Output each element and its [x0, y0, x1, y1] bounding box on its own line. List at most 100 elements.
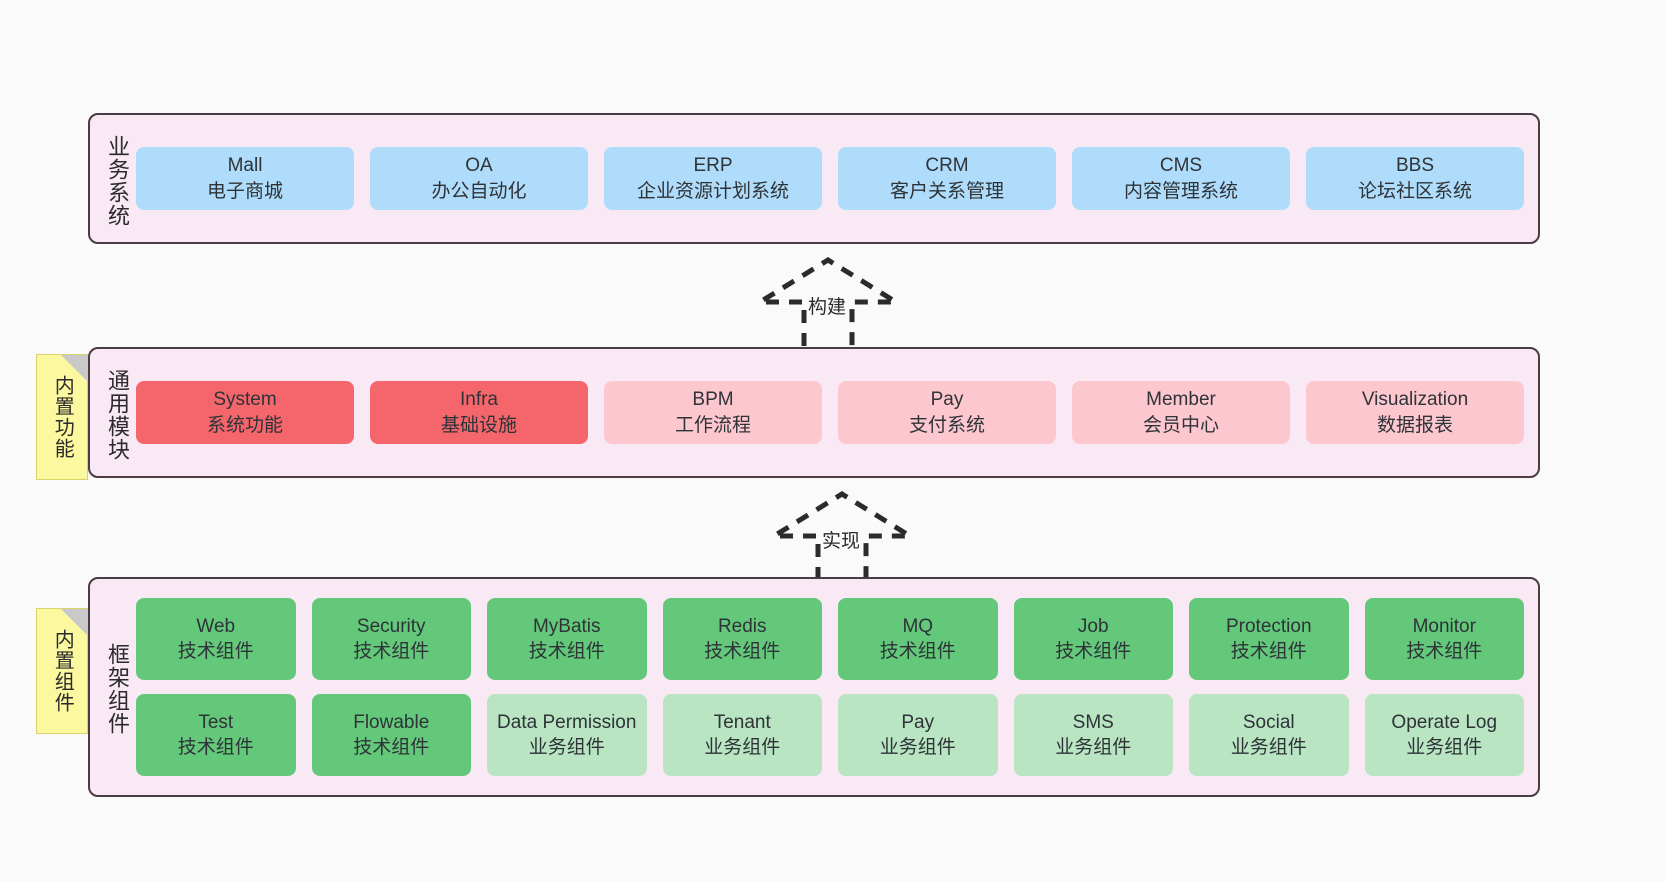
- note-builtin-features: 内置功能: [36, 354, 88, 480]
- card-sms[interactable]: SMS 业务组件: [1013, 694, 1173, 776]
- card-subtitle: 客户关系管理: [889, 180, 1004, 202]
- layer-title-common-modules: 通用模块: [105, 368, 130, 461]
- implement-arrow-icon: [765, 491, 919, 580]
- card-title: Visualization: [1361, 389, 1469, 411]
- card-title: Data Permission: [497, 711, 637, 733]
- card-title: Redis: [717, 615, 767, 637]
- card-title: Member: [1146, 389, 1216, 411]
- card-title: CRM: [925, 155, 969, 177]
- card-title: Test: [198, 711, 234, 733]
- card-subtitle: 技术组件: [1230, 641, 1307, 662]
- card-row: Test 技术组件 Flowable 技术组件 Data Permission …: [136, 694, 1524, 776]
- layer-title-framework-components: 框架组件: [105, 643, 130, 735]
- layer-framework-components: 框架组件 Web 技术组件 Security 技术组件 MyBatis 技术组件…: [88, 577, 1540, 797]
- card-subtitle: 会员中心: [1142, 414, 1219, 436]
- card-system[interactable]: System 系统功能: [136, 381, 354, 444]
- card-security[interactable]: Security 技术组件: [311, 598, 471, 680]
- card-subtitle: 业务组件: [879, 737, 956, 758]
- card-row: System 系统功能 Infra 基础设施 BPM 工作流程 Pay 支付系统…: [136, 381, 1524, 444]
- card-subtitle: 电子商城: [206, 180, 283, 202]
- card-crm[interactable]: CRM 客户关系管理: [838, 147, 1056, 210]
- card-title: Pay: [930, 389, 964, 411]
- card-title: SMS: [1072, 711, 1114, 733]
- connector-implement-label: 实现: [822, 531, 861, 552]
- card-subtitle: 业务组件: [1406, 737, 1483, 758]
- card-redis[interactable]: Redis 技术组件: [662, 598, 822, 680]
- card-subtitle: 基础设施: [440, 414, 517, 436]
- card-subtitle: 办公自动化: [431, 180, 527, 202]
- card-title: BBS: [1395, 155, 1435, 177]
- card-title: Protection: [1225, 615, 1312, 637]
- note-fold-icon: [61, 355, 87, 381]
- card-subtitle: 数据报表: [1376, 414, 1453, 436]
- card-pay-component[interactable]: Pay 业务组件: [838, 694, 998, 776]
- card-mq[interactable]: MQ 技术组件: [838, 598, 998, 680]
- card-title: Social: [1242, 711, 1295, 733]
- card-title: Monitor: [1412, 615, 1476, 637]
- card-web[interactable]: Web 技术组件: [136, 598, 296, 680]
- card-flowable[interactable]: Flowable 技术组件: [311, 694, 471, 776]
- card-subtitle: 支付系统: [908, 414, 985, 436]
- card-tenant[interactable]: Tenant 业务组件: [662, 694, 822, 776]
- card-member[interactable]: Member 会员中心: [1072, 381, 1290, 444]
- card-title: Tenant: [713, 711, 771, 733]
- card-title: Security: [356, 615, 426, 637]
- card-bpm[interactable]: BPM 工作流程: [604, 381, 822, 444]
- card-subtitle: 技术组件: [353, 737, 430, 758]
- card-subtitle: 业务组件: [528, 737, 605, 758]
- card-title: Pay: [901, 711, 935, 733]
- card-title: Job: [1077, 615, 1109, 637]
- card-erp[interactable]: ERP 企业资源计划系统: [604, 147, 822, 210]
- card-row: Mall 电子商城 OA 办公自动化 ERP 企业资源计划系统 CRM 客户关系…: [136, 147, 1524, 210]
- card-monitor[interactable]: Monitor 技术组件: [1364, 598, 1524, 680]
- card-row: Web 技术组件 Security 技术组件 MyBatis 技术组件 Redi…: [136, 598, 1524, 680]
- card-title: System: [213, 389, 277, 411]
- layer-common-modules: 通用模块 System 系统功能 Infra 基础设施 BPM 工作流程 Pay…: [88, 347, 1540, 478]
- card-title: OA: [465, 155, 493, 177]
- card-job[interactable]: Job 技术组件: [1013, 598, 1173, 680]
- card-title: Operate Log: [1391, 711, 1498, 733]
- card-operate-log[interactable]: Operate Log 业务组件: [1364, 694, 1524, 776]
- layer-body-framework-components: Web 技术组件 Security 技术组件 MyBatis 技术组件 Redi…: [130, 579, 1538, 795]
- card-cms[interactable]: CMS 内容管理系统: [1072, 147, 1290, 210]
- card-subtitle: 技术组件: [704, 641, 781, 662]
- connector-build-label: 构建: [808, 297, 847, 318]
- card-mall[interactable]: Mall 电子商城: [136, 147, 354, 210]
- card-subtitle: 内容管理系统: [1123, 180, 1238, 202]
- card-title: CMS: [1159, 155, 1203, 177]
- note-label: 内置组件: [51, 629, 74, 713]
- card-subtitle: 工作流程: [674, 414, 751, 436]
- card-title: Infra: [459, 389, 499, 411]
- card-visualization[interactable]: Visualization 数据报表: [1306, 381, 1524, 444]
- card-subtitle: 技术组件: [177, 641, 254, 662]
- card-subtitle: 技术组件: [353, 641, 430, 662]
- note-builtin-components: 内置组件: [36, 608, 88, 734]
- card-title: Web: [196, 615, 236, 637]
- card-subtitle: 业务组件: [1230, 737, 1307, 758]
- card-mybatis[interactable]: MyBatis 技术组件: [487, 598, 647, 680]
- card-social[interactable]: Social 业务组件: [1189, 694, 1349, 776]
- note-label: 内置功能: [51, 375, 74, 459]
- card-subtitle: 技术组件: [1055, 641, 1132, 662]
- card-pay-module[interactable]: Pay 支付系统: [838, 381, 1056, 444]
- card-subtitle: 系统功能: [206, 414, 283, 436]
- card-protection[interactable]: Protection 技术组件: [1189, 598, 1349, 680]
- connector-implement: 实现: [765, 491, 919, 580]
- build-arrow-icon: [751, 257, 905, 346]
- card-title: ERP: [693, 155, 733, 177]
- card-infra[interactable]: Infra 基础设施: [370, 381, 588, 444]
- card-title: Mall: [227, 155, 263, 177]
- card-test[interactable]: Test 技术组件: [136, 694, 296, 776]
- card-subtitle: 技术组件: [1406, 641, 1483, 662]
- card-data-permission[interactable]: Data Permission 业务组件: [487, 694, 647, 776]
- card-subtitle: 技术组件: [879, 641, 956, 662]
- card-bbs[interactable]: BBS 论坛社区系统: [1306, 147, 1524, 210]
- layer-body-business-systems: Mall 电子商城 OA 办公自动化 ERP 企业资源计划系统 CRM 客户关系…: [130, 115, 1538, 242]
- card-subtitle: 业务组件: [1055, 737, 1132, 758]
- card-subtitle: 技术组件: [528, 641, 605, 662]
- note-fold-icon: [61, 609, 87, 635]
- card-oa[interactable]: OA 办公自动化: [370, 147, 588, 210]
- card-subtitle: 企业资源计划系统: [636, 180, 789, 202]
- card-subtitle: 论坛社区系统: [1357, 180, 1472, 202]
